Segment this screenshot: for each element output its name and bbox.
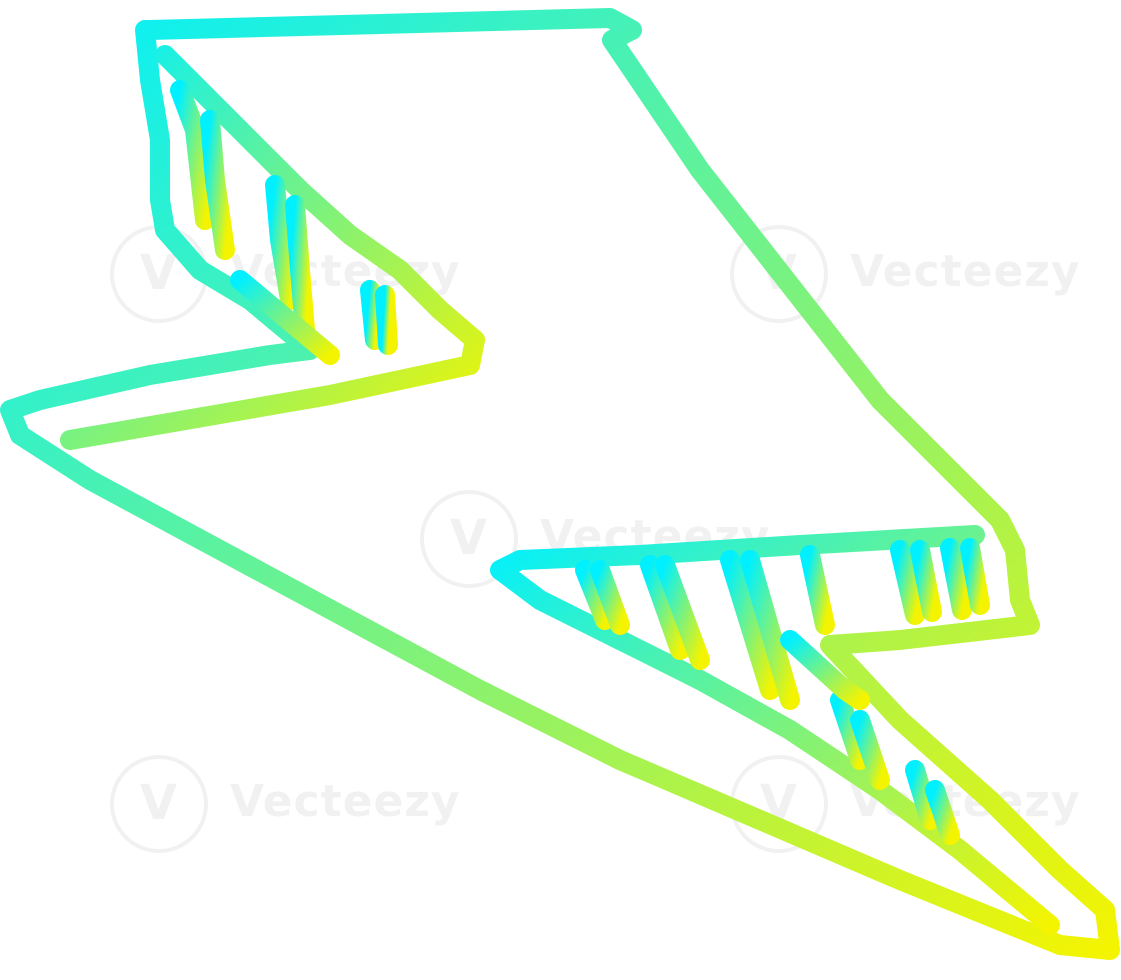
bolt-outline: [0, 8, 1120, 960]
hatch-line: [230, 270, 340, 365]
bolt-upper-flap: [60, 45, 485, 450]
hatch-line: [830, 690, 870, 770]
hatch-line: [740, 550, 800, 710]
hatch-line: [720, 550, 780, 700]
hatch-line: [890, 540, 925, 625]
hatch-line: [960, 538, 990, 615]
hatch-line: [575, 560, 615, 630]
hatch-line: [780, 630, 870, 710]
bolt-lower-flap: [490, 525, 1060, 935]
hatch-line: [940, 538, 972, 620]
hatch-line: [925, 780, 960, 845]
hatch-line: [285, 195, 315, 340]
hatch-line: [590, 560, 630, 635]
hatch-line: [905, 760, 940, 830]
hatch-line: [375, 285, 398, 355]
hatch-line: [200, 110, 235, 260]
hatch-line: [360, 280, 385, 350]
hatch-line: [170, 80, 215, 230]
hatch-line: [640, 555, 690, 660]
hatch-line: [800, 545, 835, 635]
hatch-line: [655, 555, 710, 670]
hatch-line: [910, 540, 942, 622]
hatch-line: [265, 175, 300, 310]
hatch-line: [850, 710, 890, 790]
